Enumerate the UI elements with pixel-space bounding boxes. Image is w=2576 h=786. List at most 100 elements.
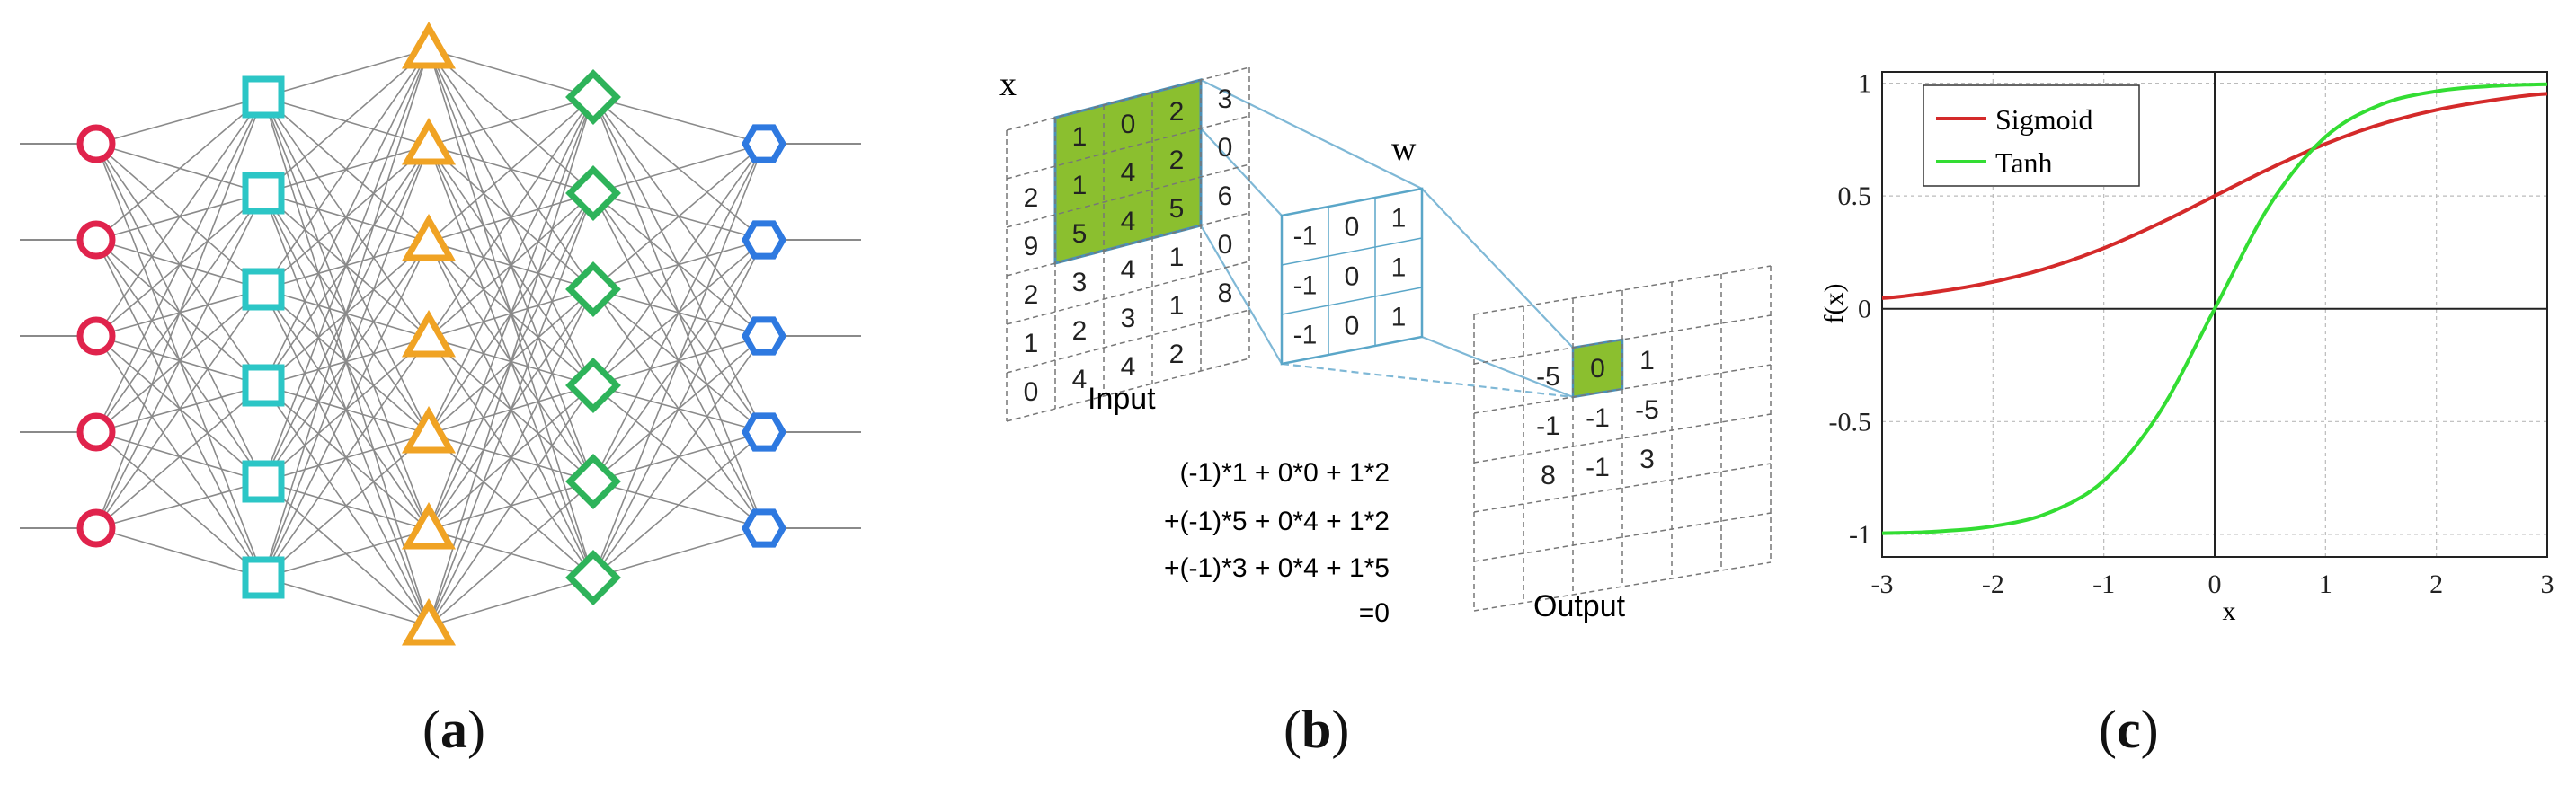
connection-line [429,97,593,146]
triangle-node-icon [407,412,450,450]
connection-line [263,146,429,578]
connection-line [593,528,764,578]
kernel-title: w [1391,130,1417,168]
input-cell-value: 4 [1121,158,1136,188]
y-tick-label: -1 [1849,520,1871,550]
output-cell-value: -5 [1536,362,1560,392]
caption-b-letter: b [1301,700,1331,759]
circle-node-icon [80,224,112,256]
square-node-icon [245,79,281,115]
equation-line-4: =0 [1359,598,1390,628]
connection-line [96,97,263,240]
input-cell-value: 3 [1121,304,1136,333]
kernel-cell-value: 0 [1345,262,1360,292]
input-cell-value: 1 [1072,122,1088,152]
caption-a-letter: a [440,700,467,759]
projection-line [1201,225,1282,364]
connection-line [263,49,429,578]
input-cell-value: 2 [1024,183,1039,213]
connection-line [96,97,263,432]
input-cell-value: 5 [1169,194,1185,224]
input-cell-value: 1 [1169,243,1185,272]
connection-line [96,385,263,528]
caption-b: (b) [1284,699,1349,761]
connection-line [429,481,593,626]
diamond-node-icon [570,170,617,216]
input-cell-value: 2 [1072,316,1088,346]
input-cell-value: 3 [1072,268,1088,297]
kernel-cell-value: -1 [1293,222,1318,252]
input-cell-value: 1 [1169,291,1185,321]
kernel-cell-value: -1 [1293,271,1318,301]
diamond-node-icon [570,362,617,409]
input-cell-value: 2 [1169,146,1185,175]
connection-line [429,97,593,338]
diamond-node-icon [570,74,617,120]
triangle-node-icon [407,124,450,162]
projection-line [1422,189,1573,348]
input-cell-value: 4 [1121,352,1136,382]
kernel-cell-value: 1 [1391,253,1407,283]
connection-line [96,97,263,336]
legend-label-sigmoid: Sigmoid [1995,103,2092,136]
kernel-cell-value: -1 [1293,321,1318,350]
connection-line [263,242,429,578]
input-cell-value: 0 [1218,230,1233,260]
connection-line [96,528,263,578]
kernel-cell-value: 0 [1345,213,1360,243]
hexagon-node-icon [745,320,783,352]
input-cell-value: 0 [1024,377,1039,407]
connection-line [593,144,764,578]
input-cell-value: 3 [1218,84,1233,114]
connection-line [429,97,593,242]
connection-line [263,49,429,97]
square-node-icon [245,367,281,403]
hexagon-node-icon [745,224,783,256]
connection-line [263,530,429,578]
input-cell-value: 4 [1121,255,1136,285]
connection-line [263,49,429,481]
connection-line [593,336,764,578]
input-cell-value: 1 [1072,171,1088,200]
x-tick-label: -1 [2092,570,2115,599]
triangle-node-icon [407,220,450,258]
kernel-cell-value: 1 [1391,204,1407,234]
connection-line [263,338,429,578]
circle-node-icon [80,512,112,544]
connection-line [263,49,429,289]
connection-line [593,97,764,144]
input-label: Input [1088,382,1156,416]
y-tick-label: 1 [1858,69,1871,99]
chart-legend: Sigmoid Tanh [1923,85,2139,186]
hexagon-node-icon [745,128,783,160]
connection-line [429,385,593,626]
circle-node-icon [80,416,112,448]
input-cell-value: 2 [1169,97,1185,127]
connection-line [96,193,263,528]
x-tick-label: -3 [1871,570,1894,599]
input-title: x [999,66,1017,103]
y-tick-label: 0 [1858,295,1871,324]
connection-line [96,97,263,528]
caption-c: (c) [2099,699,2159,761]
input-cell-value: 4 [1121,207,1136,236]
y-tick-label: 0.5 [1838,181,1872,211]
circle-node-icon [80,320,112,352]
diamond-node-icon [570,266,617,313]
x-tick-label: 3 [2541,570,2554,599]
connection-line [593,144,764,289]
triangle-node-icon [407,508,450,546]
input-cell-value: 0 [1121,110,1136,139]
output-cell-value: 8 [1541,461,1556,490]
square-node-icon [245,271,281,307]
kernel-cell-value: 0 [1345,312,1360,341]
connection-line [263,578,429,626]
diamond-node-icon [570,554,617,601]
legend-label-tanh: Tanh [1995,146,2053,179]
y-axis-label: f(x) [1819,284,1849,324]
output-cell-value: 3 [1639,445,1655,474]
output-cell-value: -1 [1536,411,1560,441]
connection-line [96,289,263,528]
